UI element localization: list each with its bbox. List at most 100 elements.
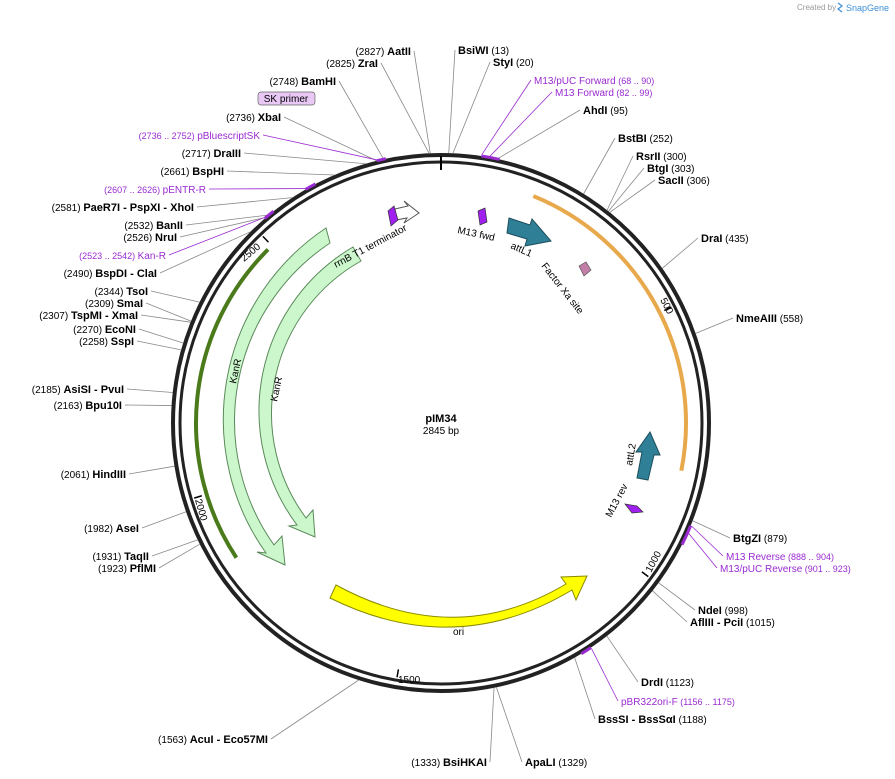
enzyme-site-btgzi[interactable]: BtgZI (879) bbox=[733, 533, 787, 545]
primer-m13-rev-primer[interactable]: M13 Reverse (888 .. 904) bbox=[726, 552, 834, 563]
enzyme-leader-line bbox=[695, 317, 734, 334]
snapgene-logo: SnapGene bbox=[837, 2, 889, 13]
enzyme-site-bsphi[interactable]: (2661) BspHI bbox=[161, 166, 224, 178]
enzyme-leader-line bbox=[185, 214, 269, 226]
primer-pbr322ori[interactable]: pBR322ori-F (1156 .. 1175) bbox=[621, 697, 735, 708]
primer-kan-r-primer[interactable]: (2523 .. 2542) Kan-R bbox=[79, 251, 166, 262]
enzyme-leader-line bbox=[196, 197, 293, 208]
enzyme-site-smai[interactable]: (2309) SmaI bbox=[85, 298, 143, 310]
kanr-inner-label: KanR bbox=[269, 376, 285, 403]
attl1-arrow[interactable] bbox=[506, 217, 552, 247]
enzyme-leader-line bbox=[126, 388, 173, 393]
enzyme-site-hindiii[interactable]: (2061) HindIII bbox=[61, 469, 126, 481]
enzyme-site-ahdi[interactable]: AhdI (95) bbox=[583, 105, 628, 117]
created-by-text: Created by bbox=[797, 3, 836, 12]
enzyme-site-sacii[interactable]: SacII (306) bbox=[658, 175, 710, 187]
enzyme-site-bpu10i[interactable]: (2163) Bpu10I bbox=[54, 400, 122, 412]
primer-binding-mark bbox=[580, 646, 592, 655]
enzyme-leader-line bbox=[495, 687, 523, 763]
enzyme-site-acui[interactable]: (1563) AcuI - Eco57MI bbox=[158, 734, 268, 746]
enzyme-site-bsihkai[interactable]: (1333) BsiHKAI bbox=[411, 757, 487, 769]
primer-binding-mark bbox=[481, 154, 500, 161]
enzyme-leader-line bbox=[489, 687, 495, 763]
primer-m13-fwd-primer[interactable]: M13 Forward (82 .. 99) bbox=[555, 88, 652, 99]
primer-m13puc-rev[interactable]: M13/pUC Reverse (901 .. 923) bbox=[720, 564, 851, 575]
rrnb-terminator-arrow[interactable] bbox=[394, 200, 420, 224]
enzyme-site-zrai[interactable]: (2825) ZraI bbox=[326, 58, 378, 70]
primer-binding-mark bbox=[304, 182, 317, 191]
enzyme-site-bsssi[interactable]: BssSI - BssSαI (1188) bbox=[598, 714, 707, 726]
enzyme-site-draiii[interactable]: (2717) DraIII bbox=[182, 148, 241, 160]
enzyme-site-nrui[interactable]: (2526) NruI bbox=[123, 232, 177, 244]
enzyme-site-afliii[interactable]: AflIII - PciI (1015) bbox=[690, 617, 775, 629]
primer-binding-mark bbox=[376, 157, 387, 163]
kanr-inner-arrow[interactable] bbox=[258, 246, 362, 538]
enzyme-leader-line bbox=[145, 302, 192, 322]
enzyme-site-drdi[interactable]: DrdI (1123) bbox=[641, 677, 694, 689]
enzyme-site-xbai[interactable]: (2736) XbaI bbox=[226, 112, 281, 124]
kanr-outer-arrow[interactable] bbox=[222, 227, 331, 566]
enzyme-site-banii[interactable]: (2532) BanII bbox=[124, 220, 183, 232]
enzyme-leader-line bbox=[158, 543, 200, 569]
scale-tick-mark bbox=[262, 235, 269, 243]
enzyme-leader-line bbox=[448, 49, 456, 154]
scale-tick-mark bbox=[193, 495, 203, 499]
enzyme-site-nmeaiii[interactable]: NmeAIII (558) bbox=[736, 313, 803, 325]
enzyme-leader-line bbox=[141, 511, 187, 529]
enzyme-site-paer7i[interactable]: (2581) PaeR7I - PspXI - XhoI bbox=[52, 202, 194, 214]
enzyme-leader-line bbox=[243, 152, 366, 165]
enzyme-site-ndei[interactable]: NdeI (998) bbox=[698, 605, 748, 617]
enzyme-site-aatii[interactable]: (2827) AatII bbox=[355, 46, 411, 58]
attl2-arrow[interactable] bbox=[635, 430, 661, 481]
enzyme-leader-line bbox=[150, 290, 200, 303]
enzyme-site-styi[interactable]: StyI (20) bbox=[493, 57, 534, 69]
factor-xa-arrow[interactable] bbox=[578, 261, 592, 277]
primer-marks bbox=[263, 154, 693, 655]
enzyme-leader-line bbox=[270, 679, 359, 740]
factor-xa-label: Factor Xa site bbox=[539, 261, 586, 317]
enzyme-leader-line bbox=[413, 50, 431, 154]
enzyme-site-pfimi[interactable]: (1923) PflMI bbox=[98, 563, 156, 575]
enzyme-site-sspi[interactable]: (2258) SspI bbox=[79, 336, 134, 348]
enzyme-leader-line bbox=[606, 155, 634, 211]
kanr-outer-label: KanR bbox=[228, 358, 244, 385]
enzyme-site-bsiwi[interactable]: BsiWI (13) bbox=[458, 45, 509, 57]
enzyme-site-taqii[interactable]: (1931) TaqII bbox=[92, 551, 149, 563]
enzyme-site-btgi[interactable]: BtgI (303) bbox=[647, 163, 695, 175]
ori-arrow[interactable] bbox=[329, 575, 588, 628]
enzyme-leader-line bbox=[226, 170, 335, 176]
rrnb-small-mark bbox=[387, 205, 399, 227]
rrnb-terminator-label: rrnB T1 terminator bbox=[332, 223, 409, 271]
enzyme-site-apali[interactable]: ApaLI (1329) bbox=[525, 757, 587, 769]
plasmid-length: 2845 bp bbox=[423, 426, 460, 437]
enzyme-leader-line bbox=[606, 635, 639, 683]
enzyme-site-bstbi[interactable]: BstBI (252) bbox=[618, 133, 673, 145]
m13-rev-arrow[interactable] bbox=[624, 503, 644, 514]
primer-pbluescriptsk[interactable]: (2736 .. 2752) pBluescriptSK bbox=[139, 131, 261, 142]
primer-leader-line bbox=[688, 533, 718, 569]
enzyme-leader-line bbox=[380, 62, 430, 154]
enzyme-site-tsoi[interactable]: (2344) TsoI bbox=[95, 286, 148, 298]
primer-m13puc-fwd[interactable]: M13/pUC Forward (68 .. 90) bbox=[534, 76, 654, 87]
m13-fwd-arrow[interactable] bbox=[477, 207, 488, 226]
enzyme-site-asisi[interactable]: (2185) AsiSI - PvuI bbox=[32, 384, 124, 396]
enzyme-site-rsrii[interactable]: RsrII (300) bbox=[636, 151, 687, 163]
m13-fwd-label: M13 fwd bbox=[456, 225, 495, 244]
enzyme-site-bspdi[interactable]: (2490) BspDI - ClaI bbox=[64, 268, 157, 280]
enzyme-leader-line bbox=[179, 216, 267, 238]
enzyme-leader-line bbox=[692, 520, 731, 539]
enzyme-leader-line bbox=[138, 328, 184, 344]
enzyme-leader-line bbox=[497, 109, 581, 160]
enzyme-site-asei[interactable]: (1982) AseI bbox=[84, 523, 139, 535]
enzyme-site-bamhi[interactable]: (2748) BamHI bbox=[269, 76, 336, 88]
sk-primer-badge[interactable] bbox=[257, 91, 316, 106]
enzyme-leader-line bbox=[283, 116, 377, 162]
enzyme-connectors bbox=[124, 49, 734, 763]
green-feature-arc bbox=[194, 248, 270, 559]
enzyme-site-tspmi[interactable]: (2307) TspMI - XmaI bbox=[39, 310, 138, 322]
enzyme-site-econi[interactable]: (2270) EcoNI bbox=[73, 324, 136, 336]
enzyme-leader-line bbox=[136, 340, 182, 351]
enzyme-site-drai[interactable]: DraI (435) bbox=[701, 233, 749, 245]
primer-pentr-r[interactable]: (2607 .. 2626) pENTR-R bbox=[104, 185, 206, 196]
